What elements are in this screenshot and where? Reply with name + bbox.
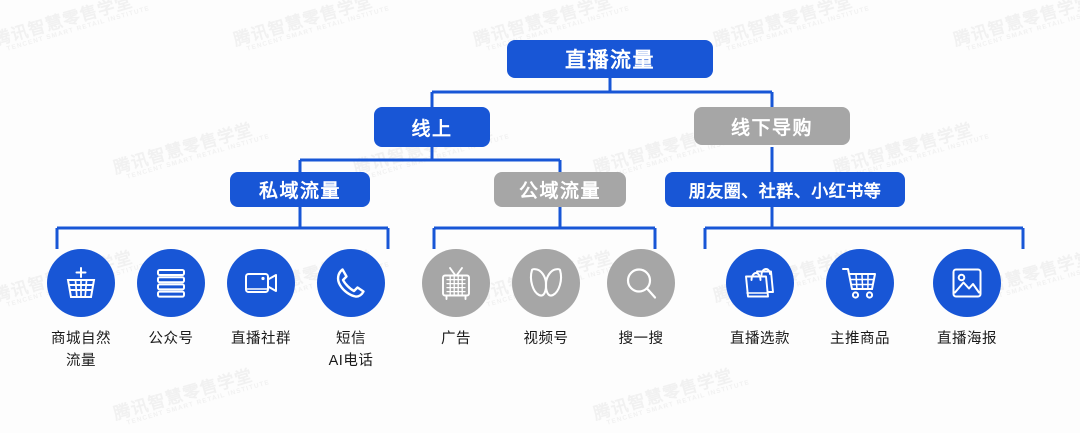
leaf-label: 直播选款 xyxy=(730,331,790,347)
leaf-label: 直播社群 xyxy=(231,331,291,347)
phone-icon xyxy=(336,268,365,298)
leaf-search[interactable]: 搜一搜 xyxy=(586,249,696,350)
basket-plus-icon xyxy=(66,267,96,298)
leaf-bubble xyxy=(422,249,490,317)
leaf-live-selection[interactable]: 直播选款 xyxy=(705,249,815,350)
tv-icon xyxy=(442,267,470,300)
leaf-bubble xyxy=(227,249,295,317)
channels-butterfly-icon xyxy=(529,268,563,297)
node-public-domain[interactable]: 公域流量 xyxy=(494,172,626,207)
leaf-live-community[interactable]: 直播社群 xyxy=(206,249,316,350)
leaf-label: 短信 AI电话 xyxy=(328,331,374,370)
leaf-official-account[interactable]: 公众号 xyxy=(116,249,226,350)
leaf-label: 主推商品 xyxy=(830,331,890,347)
leaf-label: 直播海报 xyxy=(937,331,997,347)
leaf-bubble xyxy=(607,249,675,317)
magnifier-icon xyxy=(626,268,657,299)
node-private-domain[interactable]: 私域流量 xyxy=(230,172,370,207)
leaf-bubble xyxy=(317,249,385,317)
video-camera-icon xyxy=(245,273,277,293)
leaf-bubble xyxy=(933,249,1001,317)
leaf-featured-products[interactable]: 主推商品 xyxy=(805,249,915,350)
leaf-advertising[interactable]: 广告 xyxy=(401,249,511,350)
node-online[interactable]: 线上 xyxy=(374,107,490,147)
leaf-bubble xyxy=(47,249,115,317)
node-root[interactable]: 直播流量 xyxy=(507,40,713,78)
stacked-lines-icon xyxy=(157,269,185,298)
shopping-bags-icon xyxy=(745,268,774,298)
leaf-bubble xyxy=(137,249,205,317)
leaf-label: 搜一搜 xyxy=(618,331,664,347)
leaf-bubble xyxy=(826,249,894,317)
leaf-label: 公众号 xyxy=(148,331,194,347)
node-social-channels[interactable]: 朋友圈、社群、小红书等 xyxy=(665,172,905,207)
leaf-label: 商城自然 流量 xyxy=(51,331,111,370)
node-offline-guide[interactable]: 线下导购 xyxy=(694,107,850,145)
picture-icon xyxy=(952,268,982,298)
leaf-live-poster[interactable]: 直播海报 xyxy=(912,249,1022,350)
leaf-label: 视频号 xyxy=(523,331,569,347)
leaf-sms-ai-call[interactable]: 短信 AI电话 xyxy=(296,249,406,373)
leaf-label: 广告 xyxy=(441,331,471,347)
leaf-bubble xyxy=(512,249,580,317)
shopping-cart-icon xyxy=(842,268,876,299)
leaf-channels[interactable]: 视频号 xyxy=(491,249,601,350)
leaf-bubble xyxy=(726,249,794,317)
leaf-mall-natural-traffic[interactable]: 商城自然 流量 xyxy=(26,249,136,373)
